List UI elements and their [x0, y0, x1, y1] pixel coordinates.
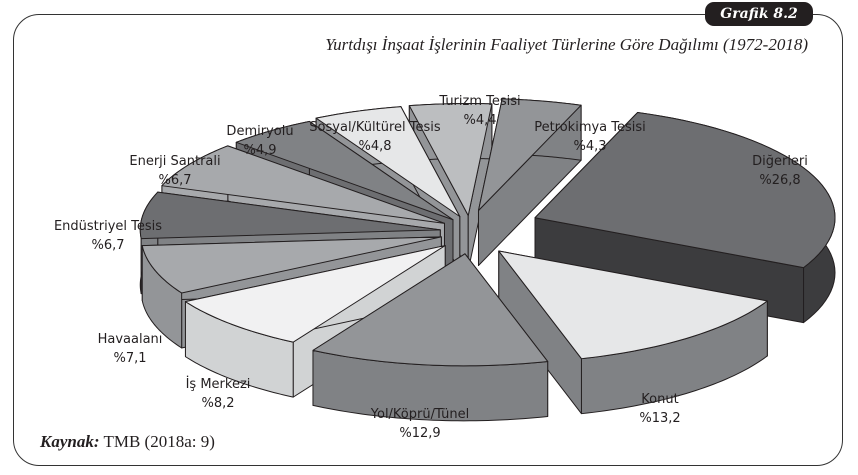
slice-top	[498, 250, 768, 360]
slice-top	[315, 106, 461, 217]
slice-label-name: Diğerleri	[752, 154, 808, 169]
slice-label: Yol/Köprü/Tünel %12,9	[371, 405, 469, 443]
pie-slice-2	[312, 253, 549, 422]
slice-label: Demiryolu %4,9	[226, 122, 293, 160]
slice-label-value: %4,8	[358, 139, 392, 154]
slice-label-value: %8,2	[201, 396, 235, 411]
slice-label: Petrokimya Tesisi %4,3	[534, 118, 646, 156]
slice-label-name: Havaalanı	[97, 332, 163, 347]
figure-frame	[13, 14, 843, 466]
slice-label-name: İş Merkezi	[185, 377, 251, 392]
slice-label-value: %4,9	[243, 143, 277, 158]
slice-label-name: Konut	[641, 392, 679, 407]
slice-top	[312, 253, 549, 367]
slice-top	[408, 103, 493, 217]
slice-label: Diğerleri %26,8	[752, 152, 808, 190]
slice-label-value: %7,1	[113, 351, 147, 366]
slice-top	[534, 111, 836, 269]
slice-label-value: %12,9	[399, 426, 441, 441]
slice-label: Sosyal/Kültürel Tesis %4,8	[309, 118, 440, 156]
slice-label-name: Turizm Tesisi	[439, 94, 521, 109]
slice-top	[161, 145, 445, 224]
slice-label-value: %26,8	[759, 173, 801, 188]
slice-label: İş Merkezi %8,2	[186, 375, 251, 413]
slice-label-value: %6,7	[91, 238, 125, 253]
slice-label-value: %4,3	[573, 139, 607, 154]
slice-label: Havaalanı %7,1	[98, 330, 163, 368]
pie-slice-10	[477, 98, 582, 267]
slice-top	[477, 98, 582, 212]
slice-label-name: Endüstriyel Tesis	[53, 219, 163, 234]
slice-label-name: Enerji Santrali	[129, 154, 221, 169]
slice-label-value: %4,4	[463, 113, 497, 128]
source-text: TMB (2018a: 9)	[103, 432, 215, 451]
slice-label-name: Sosyal/Kültürel Tesis	[309, 120, 441, 135]
slice-label: Turizm Tesisi %4,4	[439, 92, 520, 130]
source-label: Kaynak:	[40, 432, 100, 451]
slice-label-name: Petrokimya Tesisi	[534, 120, 646, 135]
slice-label: Konut %13,2	[639, 390, 680, 428]
slice-top	[235, 120, 454, 221]
slice-label: Enerji Santrali %6,7	[129, 152, 220, 190]
slice-label-value: %13,2	[639, 411, 681, 426]
slice-top	[139, 191, 441, 240]
slice-label-name: Demiryolu	[226, 124, 294, 139]
slice-label: Endüstriyel Tesis %6,7	[54, 217, 162, 255]
source-note: Kaynak: TMB (2018a: 9)	[40, 432, 215, 452]
figure-badge: Grafik 8.2	[705, 2, 813, 26]
slice-label-name: Yol/Köprü/Tünel	[370, 407, 470, 422]
slice-top	[141, 236, 442, 294]
pie-slice-1	[498, 250, 768, 415]
slice-label-value: %6,7	[158, 173, 192, 188]
chart-title: Yurtdışı İnşaat İşlerinin Faaliyet Türle…	[325, 35, 808, 54]
slice-top	[184, 245, 446, 343]
